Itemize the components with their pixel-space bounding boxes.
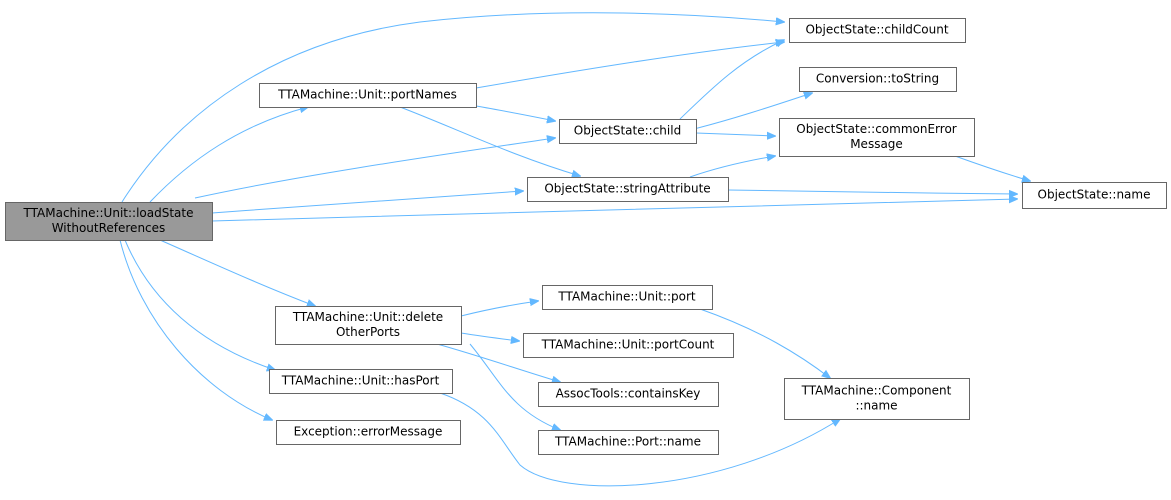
edge-stringAttribute-to-osName xyxy=(727,189,1017,194)
node-label-hasPort-line-0: TTAMachine::Unit::hasPort xyxy=(281,374,440,388)
edge-port-to-componentName xyxy=(699,308,830,378)
node-stringAttribute[interactable]: ObjectState::stringAttribute xyxy=(527,177,729,202)
nodes-layer: TTAMachine::Unit::loadStateWithoutRefere… xyxy=(5,18,1167,455)
node-box-port[interactable] xyxy=(542,285,713,310)
node-box-portCount[interactable] xyxy=(523,333,734,358)
node-child[interactable]: ObjectState::child xyxy=(559,119,697,144)
node-label-toString-line-0: Conversion::toString xyxy=(816,72,939,86)
node-box-child[interactable] xyxy=(559,119,697,144)
node-label-portNames-line-0: TTAMachine::Unit::portNames xyxy=(277,88,457,102)
edge-root-to-deleteOtherPorts xyxy=(159,239,315,306)
node-label-root-line-1: WithoutReferences xyxy=(52,221,166,235)
edges-layer xyxy=(119,12,1030,487)
node-label-commonErrorMessage-line-1: Message xyxy=(850,137,903,151)
node-label-root-line-0: TTAMachine::Unit::loadState xyxy=(23,206,194,220)
node-errorMessage[interactable]: Exception::errorMessage xyxy=(276,420,461,445)
node-box-componentName[interactable] xyxy=(784,378,970,420)
edge-stringAttribute-to-commonErrorMessage xyxy=(689,156,775,178)
node-box-osName[interactable] xyxy=(1022,182,1167,209)
node-portCount[interactable]: TTAMachine::Unit::portCount xyxy=(523,333,734,358)
node-label-osName-line-0: ObjectState::name xyxy=(1038,188,1151,202)
node-childCount[interactable]: ObjectState::childCount xyxy=(789,18,966,43)
edge-child-to-toString xyxy=(689,93,812,131)
edge-child-to-commonErrorMessage xyxy=(695,133,775,136)
node-box-containsKey[interactable] xyxy=(538,382,719,407)
node-portNames[interactable]: TTAMachine::Unit::portNames xyxy=(259,83,477,108)
node-label-deleteOtherPorts-line-0: TTAMachine::Unit::delete xyxy=(292,310,443,324)
edge-portNames-to-child xyxy=(475,105,555,121)
edge-deleteOtherPorts-to-containsKey xyxy=(436,343,560,382)
node-box-portName[interactable] xyxy=(538,430,719,455)
edge-deleteOtherPorts-to-portName xyxy=(469,343,560,430)
node-containsKey[interactable]: AssocTools::containsKey xyxy=(538,382,719,407)
node-box-childCount[interactable] xyxy=(789,18,966,43)
node-componentName[interactable]: TTAMachine::Component::name xyxy=(784,378,970,420)
node-osName[interactable]: ObjectState::name xyxy=(1022,182,1167,209)
node-label-child-line-0: ObjectState::child xyxy=(574,124,681,138)
node-label-stringAttribute-line-0: ObjectState::stringAttribute xyxy=(544,182,710,196)
edge-portNames-to-stringAttribute xyxy=(399,106,580,176)
edge-deleteOtherPorts-to-port xyxy=(460,301,538,317)
node-label-portName-line-0: TTAMachine::Port::name xyxy=(554,435,701,449)
node-toString[interactable]: Conversion::toString xyxy=(799,67,957,92)
node-box-errorMessage[interactable] xyxy=(276,420,461,445)
edge-root-to-child xyxy=(194,138,555,199)
node-box-commonErrorMessage[interactable] xyxy=(779,118,975,157)
node-label-componentName-line-0: TTAMachine::Component xyxy=(801,384,952,398)
edge-root-to-errorMessage xyxy=(119,239,272,420)
node-label-containsKey-line-0: AssocTools::containsKey xyxy=(556,387,701,401)
node-label-errorMessage-line-0: Exception::errorMessage xyxy=(294,425,443,439)
edge-hasPort-to-componentName xyxy=(439,392,840,487)
edge-root-to-childCount xyxy=(121,12,784,203)
node-label-deleteOtherPorts-line-1: OtherPorts xyxy=(336,325,400,339)
edge-root-to-hasPort xyxy=(124,239,275,370)
node-box-root[interactable] xyxy=(5,202,213,241)
edge-child-to-childCount xyxy=(679,40,784,120)
node-box-stringAttribute[interactable] xyxy=(527,177,729,202)
node-label-port-line-0: TTAMachine::Unit::port xyxy=(557,290,695,304)
edge-root-to-stringAttribute xyxy=(211,191,523,214)
node-box-toString[interactable] xyxy=(799,67,957,92)
node-label-commonErrorMessage-line-0: ObjectState::commonError xyxy=(796,122,957,136)
node-portName[interactable]: TTAMachine::Port::name xyxy=(538,430,719,455)
node-hasPort[interactable]: TTAMachine::Unit::hasPort xyxy=(269,369,453,394)
node-label-componentName-line-1: ::name xyxy=(855,399,897,413)
edge-portNames-to-childCount xyxy=(475,42,784,89)
edge-root-to-osName xyxy=(211,199,1017,222)
edge-deleteOtherPorts-to-portCount xyxy=(460,332,519,341)
node-box-portNames[interactable] xyxy=(259,83,477,108)
node-label-childCount-line-0: ObjectState::childCount xyxy=(805,23,948,37)
node-label-portCount-line-0: TTAMachine::Unit::portCount xyxy=(541,338,715,352)
edge-root-to-portNames xyxy=(149,107,308,203)
node-port[interactable]: TTAMachine::Unit::port xyxy=(542,285,713,310)
edge-commonErrorMessage-to-osName xyxy=(954,155,1030,181)
node-root[interactable]: TTAMachine::Unit::loadStateWithoutRefere… xyxy=(5,202,213,241)
node-box-hasPort[interactable] xyxy=(269,369,453,394)
node-box-deleteOtherPorts[interactable] xyxy=(275,306,462,345)
